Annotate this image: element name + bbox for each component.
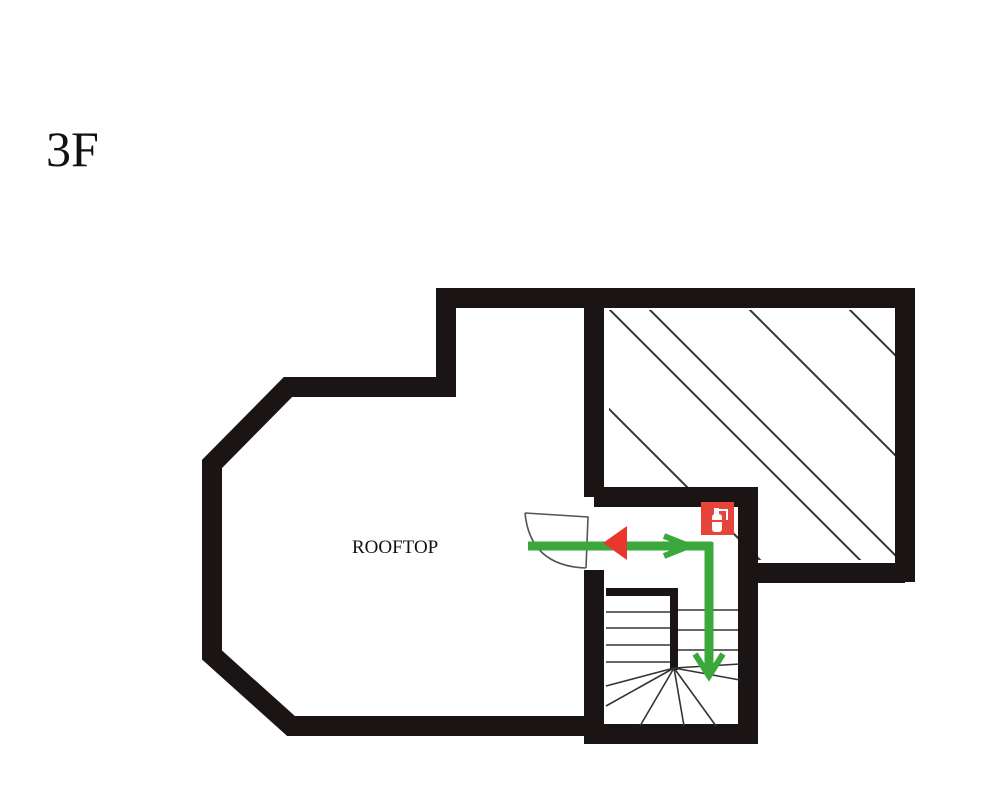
stairs [605, 588, 741, 727]
hatch-line [848, 310, 896, 358]
green-arrow-icon [692, 652, 726, 682]
rooftop-outer-wall [202, 288, 604, 736]
hatched-area [609, 310, 896, 560]
red-triangle-marker-icon [603, 526, 627, 560]
door [524, 512, 589, 569]
stair-winder [673, 667, 685, 727]
floor-label: 3F [46, 121, 99, 177]
fire-extinguisher-icon [701, 502, 734, 535]
hatch-line [748, 310, 896, 458]
door-leaf [524, 512, 589, 569]
wall-gap-mark [426, 724, 434, 734]
stair-winder [639, 667, 675, 727]
stair-room-wall [584, 487, 758, 744]
extinguisher-valve [714, 508, 719, 514]
stair-treads [605, 609, 741, 727]
green-arrow-icon [662, 533, 698, 559]
room-label-rooftop: ROOFTOP [352, 537, 438, 558]
extinguisher-body [712, 514, 722, 532]
walls [202, 288, 915, 744]
stair-winder [605, 667, 675, 687]
extinguisher-hose [719, 509, 728, 520]
hatch-line [648, 310, 896, 558]
hatch-line [609, 310, 862, 560]
upper-right-wall [440, 288, 915, 582]
extinguisher-band [712, 520, 722, 522]
stair-winder [605, 667, 675, 707]
door-swing-arc [524, 512, 587, 569]
stair-core-wall [606, 588, 678, 670]
stair-winder [673, 667, 717, 727]
